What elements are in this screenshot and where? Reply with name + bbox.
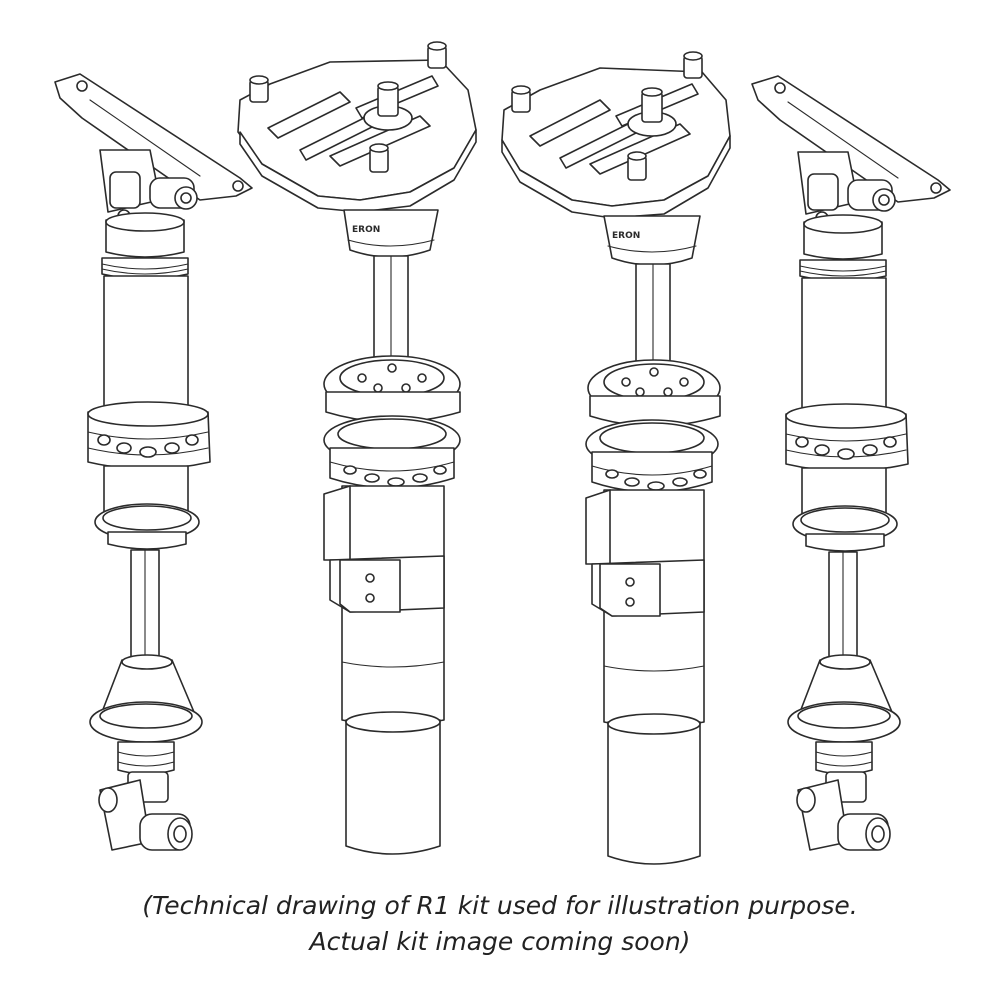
- rear-shock-left: [54, 73, 253, 851]
- brand-mark: ERON: [612, 231, 640, 241]
- technical-drawing: ERON: [54, 41, 951, 865]
- brand-mark: ERON: [352, 225, 380, 235]
- rear-shock-right: [751, 75, 951, 851]
- caption-line-1: (Technical drawing of R1 kit used for il…: [142, 891, 858, 920]
- caption-line-2: Actual kit image coming soon): [309, 927, 691, 956]
- front-strut-right: ERON: [501, 51, 731, 865]
- caption: (Technical drawing of R1 kit used for il…: [0, 888, 1000, 960]
- top-mount-plate: [751, 75, 951, 203]
- front-strut-left: ERON: [237, 41, 477, 855]
- top-mount-plate: [54, 73, 253, 201]
